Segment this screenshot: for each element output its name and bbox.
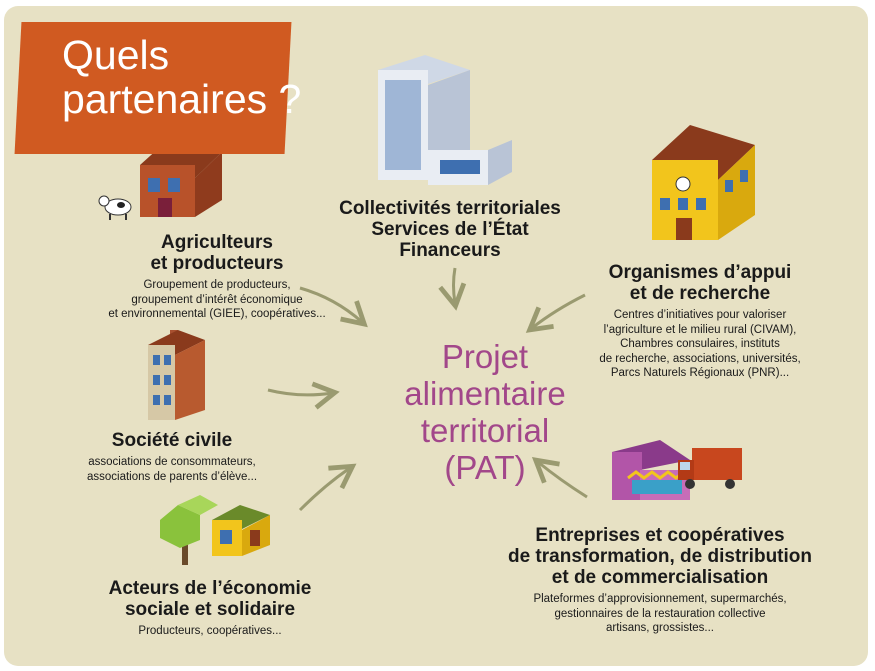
arrow-societe — [267, 381, 340, 410]
organismes-detail-5: Parcs Naturels Régionaux (PNR)... — [610, 367, 790, 379]
collectivites-heading-3: Financeurs — [399, 240, 501, 261]
organismes-details: Centres d’initiatives pour valoriser l’a… — [570, 308, 830, 381]
organismes-heading-1: Organismes d’appui — [608, 262, 792, 283]
ess-heading-1: Acteurs de l’économie — [108, 578, 312, 599]
cow-icon — [98, 195, 132, 220]
organismes-detail-1: Centres d’initiatives pour valoriser — [613, 309, 787, 321]
partner-societe-civile: Société civile associations de consommat… — [52, 430, 292, 484]
agriculteurs-detail-1: Groupement de producteurs, — [143, 279, 291, 291]
entreprises-detail-2: gestionnaires de la restauration collect… — [554, 607, 766, 620]
arrow-collectivites — [438, 267, 467, 311]
center-line-1: Projet — [441, 338, 529, 375]
apartment-building-icon — [148, 330, 205, 420]
arrow-organismes — [525, 293, 586, 333]
organismes-heading-2: et de recherche — [629, 283, 771, 304]
agriculteurs-heading-2: et producteurs — [150, 253, 284, 274]
arrow-agriculteurs — [299, 286, 368, 328]
societe-heading: Société civile — [111, 430, 233, 451]
partner-ess: Acteurs de l’économie sociale et solidai… — [80, 578, 340, 639]
title-line-2: partenaires ? — [62, 76, 302, 122]
truck-icon — [678, 448, 742, 489]
partner-agriculteurs: Agriculteurs et producteurs Groupement d… — [52, 232, 382, 322]
ess-heading-2: sociale et solidaire — [124, 599, 296, 620]
title-line-1: Quels — [62, 32, 170, 78]
collectivites-heading-2: Services de l’État — [371, 219, 529, 240]
entreprises-detail-3: artisans, grossistes... — [605, 622, 714, 634]
page-title: Quels partenaires ? — [62, 33, 301, 121]
ess-detail-1: Producteurs, coopératives... — [138, 625, 282, 637]
small-house-icon — [212, 505, 270, 556]
organismes-detail-4: de recherche, associations, universités, — [599, 352, 801, 365]
center-project-label: Projet alimentaire territorial (PAT) — [380, 338, 590, 486]
research-building-icon — [652, 125, 755, 240]
center-line-2: alimentaire — [404, 375, 566, 412]
entreprises-detail-1: Plateformes d’approvisionnement, superma… — [533, 593, 787, 605]
entreprises-details: Plateformes d’approvisionnement, superma… — [490, 592, 830, 636]
arrow-entreprises — [531, 457, 588, 499]
trees-icon — [160, 495, 218, 565]
agriculteurs-detail-2: groupement d’intérêt économique — [131, 293, 303, 306]
entreprises-heading-2: de transformation, de distribution — [507, 546, 812, 567]
entreprises-heading-1: Entreprises et coopératives — [535, 525, 785, 546]
center-line-3: territorial — [420, 412, 550, 449]
partner-organismes: Organismes d’appui et de recherche Centr… — [570, 262, 830, 381]
organismes-detail-2: l’agriculture et le milieu rural (CIVAM)… — [603, 323, 797, 336]
office-building-icon — [378, 55, 512, 185]
partner-entreprises: Entreprises et coopératives de transform… — [490, 525, 830, 636]
agriculteurs-details: Groupement de producteurs, groupement d’… — [52, 278, 382, 322]
entreprises-heading-3: et de commercialisation — [551, 567, 769, 588]
partner-collectivites: Collectivités territoriales Services de … — [300, 198, 600, 261]
organismes-detail-3: Chambres consulaires, instituts — [620, 338, 780, 350]
center-line-4: (PAT) — [444, 449, 526, 486]
arrow-ess — [298, 463, 357, 512]
societe-details: associations de consommateurs, associati… — [52, 455, 292, 484]
shop-icon — [612, 440, 690, 500]
societe-detail-2: associations de parents d’élève... — [86, 470, 258, 483]
agriculteurs-heading-1: Agriculteurs — [161, 232, 273, 253]
agriculteurs-detail-3: et environnemental (GIEE), coopératives.… — [108, 308, 326, 320]
ess-details: Producteurs, coopératives... — [80, 624, 340, 639]
societe-detail-1: associations de consommateurs, — [88, 456, 256, 468]
collectivites-heading-1: Collectivités territoriales — [339, 198, 561, 219]
